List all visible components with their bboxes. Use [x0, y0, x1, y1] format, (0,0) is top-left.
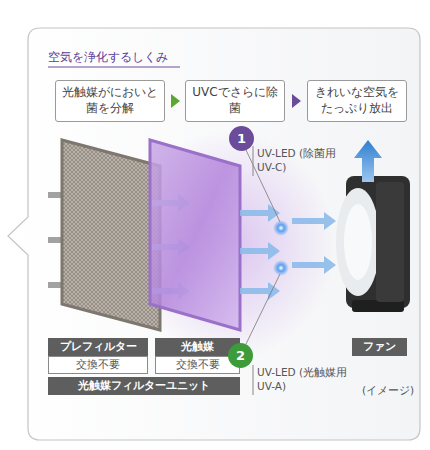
node-text: UVCでさらに除菌: [192, 85, 278, 116]
unit-label: 光触媒フィルターユニット: [48, 377, 240, 395]
note-box: 交換不要: [48, 356, 148, 374]
diagram-title: 空気を浄化するしくみ: [48, 49, 168, 66]
part-label: ファン: [352, 338, 407, 356]
callout-number-text: 2: [236, 348, 245, 363]
part-label: UV-LED (除菌用UV-C): [257, 146, 339, 174]
callout-number: 1: [229, 126, 254, 151]
node-text: 光触媒: [181, 340, 214, 354]
process-box: UVCでさらに除菌: [185, 80, 285, 122]
node-text: 交換不要: [176, 358, 220, 372]
note-box: 交換不要: [155, 356, 240, 374]
node-text: ファン: [363, 340, 396, 354]
callout-number: 2: [228, 343, 253, 368]
callout-number-text: 1: [237, 131, 246, 146]
process-box: きれいな空気をたっぷり放出: [307, 80, 407, 122]
node-text: きれいな空気をたっぷり放出: [314, 85, 400, 116]
flow-arrow: [292, 94, 301, 108]
part-label: UV-LED (光触媒用UV-A): [257, 365, 349, 393]
process-box: 光触媒がにおいと菌を分解: [55, 80, 165, 122]
node-text: 交換不要: [76, 358, 120, 372]
part-label: プレフィルター: [48, 338, 148, 356]
note-label: (イメージ): [362, 383, 422, 397]
node-text: プレフィルター: [60, 340, 137, 354]
node-text: 光触媒がにおいと菌を分解: [62, 85, 158, 116]
flow-arrow: [171, 94, 180, 108]
node-text: 光触媒フィルターユニット: [78, 379, 210, 393]
